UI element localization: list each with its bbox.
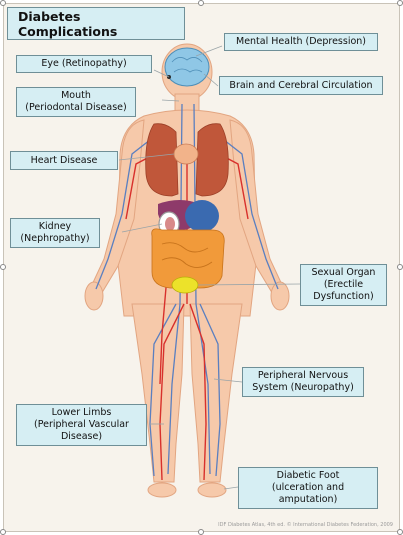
resize-handle-top-left[interactable] <box>0 0 6 6</box>
brain <box>164 47 210 87</box>
diagram-slide: Diabetes Complications Eye (Retinopathy)… <box>3 3 400 532</box>
resize-handle-top-center[interactable] <box>198 0 204 6</box>
resize-handle-bottom-right[interactable] <box>397 529 403 535</box>
heart <box>173 143 199 165</box>
label-peripheral-nervous-system: Peripheral Nervous System (Neuropathy) <box>242 367 364 397</box>
resize-handle-middle-left[interactable] <box>0 264 6 270</box>
lungs <box>145 123 229 197</box>
resize-handle-middle-right[interactable] <box>397 264 403 270</box>
human-body-figure <box>84 43 301 498</box>
label-sexual-organ: Sexual Organ (Erectile Dysfunction) <box>300 264 387 306</box>
connector-lines <box>118 45 301 490</box>
bladder <box>171 276 199 294</box>
label-mouth: Mouth (Periodontal Disease) <box>16 87 136 117</box>
label-eye: Eye (Retinopathy) <box>16 55 152 73</box>
resize-handle-bottom-left[interactable] <box>0 529 6 535</box>
label-mental-health: Mental Health (Depression) <box>224 33 378 51</box>
intestines <box>151 228 225 289</box>
resize-handle-top-right[interactable] <box>397 0 403 6</box>
label-lower-limbs: Lower Limbs (Peripheral Vascular Disease… <box>16 404 147 446</box>
label-kidney: Kidney (Nephropathy) <box>10 218 100 248</box>
label-diabetic-foot: Diabetic Foot (ulceration and amputation… <box>238 467 378 509</box>
label-brain: Brain and Cerebral Circulation <box>219 76 383 95</box>
diagram-title: Diabetes Complications <box>7 7 185 40</box>
abdominal-organs <box>158 200 219 237</box>
label-heart: Heart Disease <box>10 151 118 170</box>
resize-handle-bottom-center[interactable] <box>198 529 204 535</box>
copyright-credit: IDF Diabetes Atlas, 4th ed. © Internatio… <box>218 522 393 528</box>
